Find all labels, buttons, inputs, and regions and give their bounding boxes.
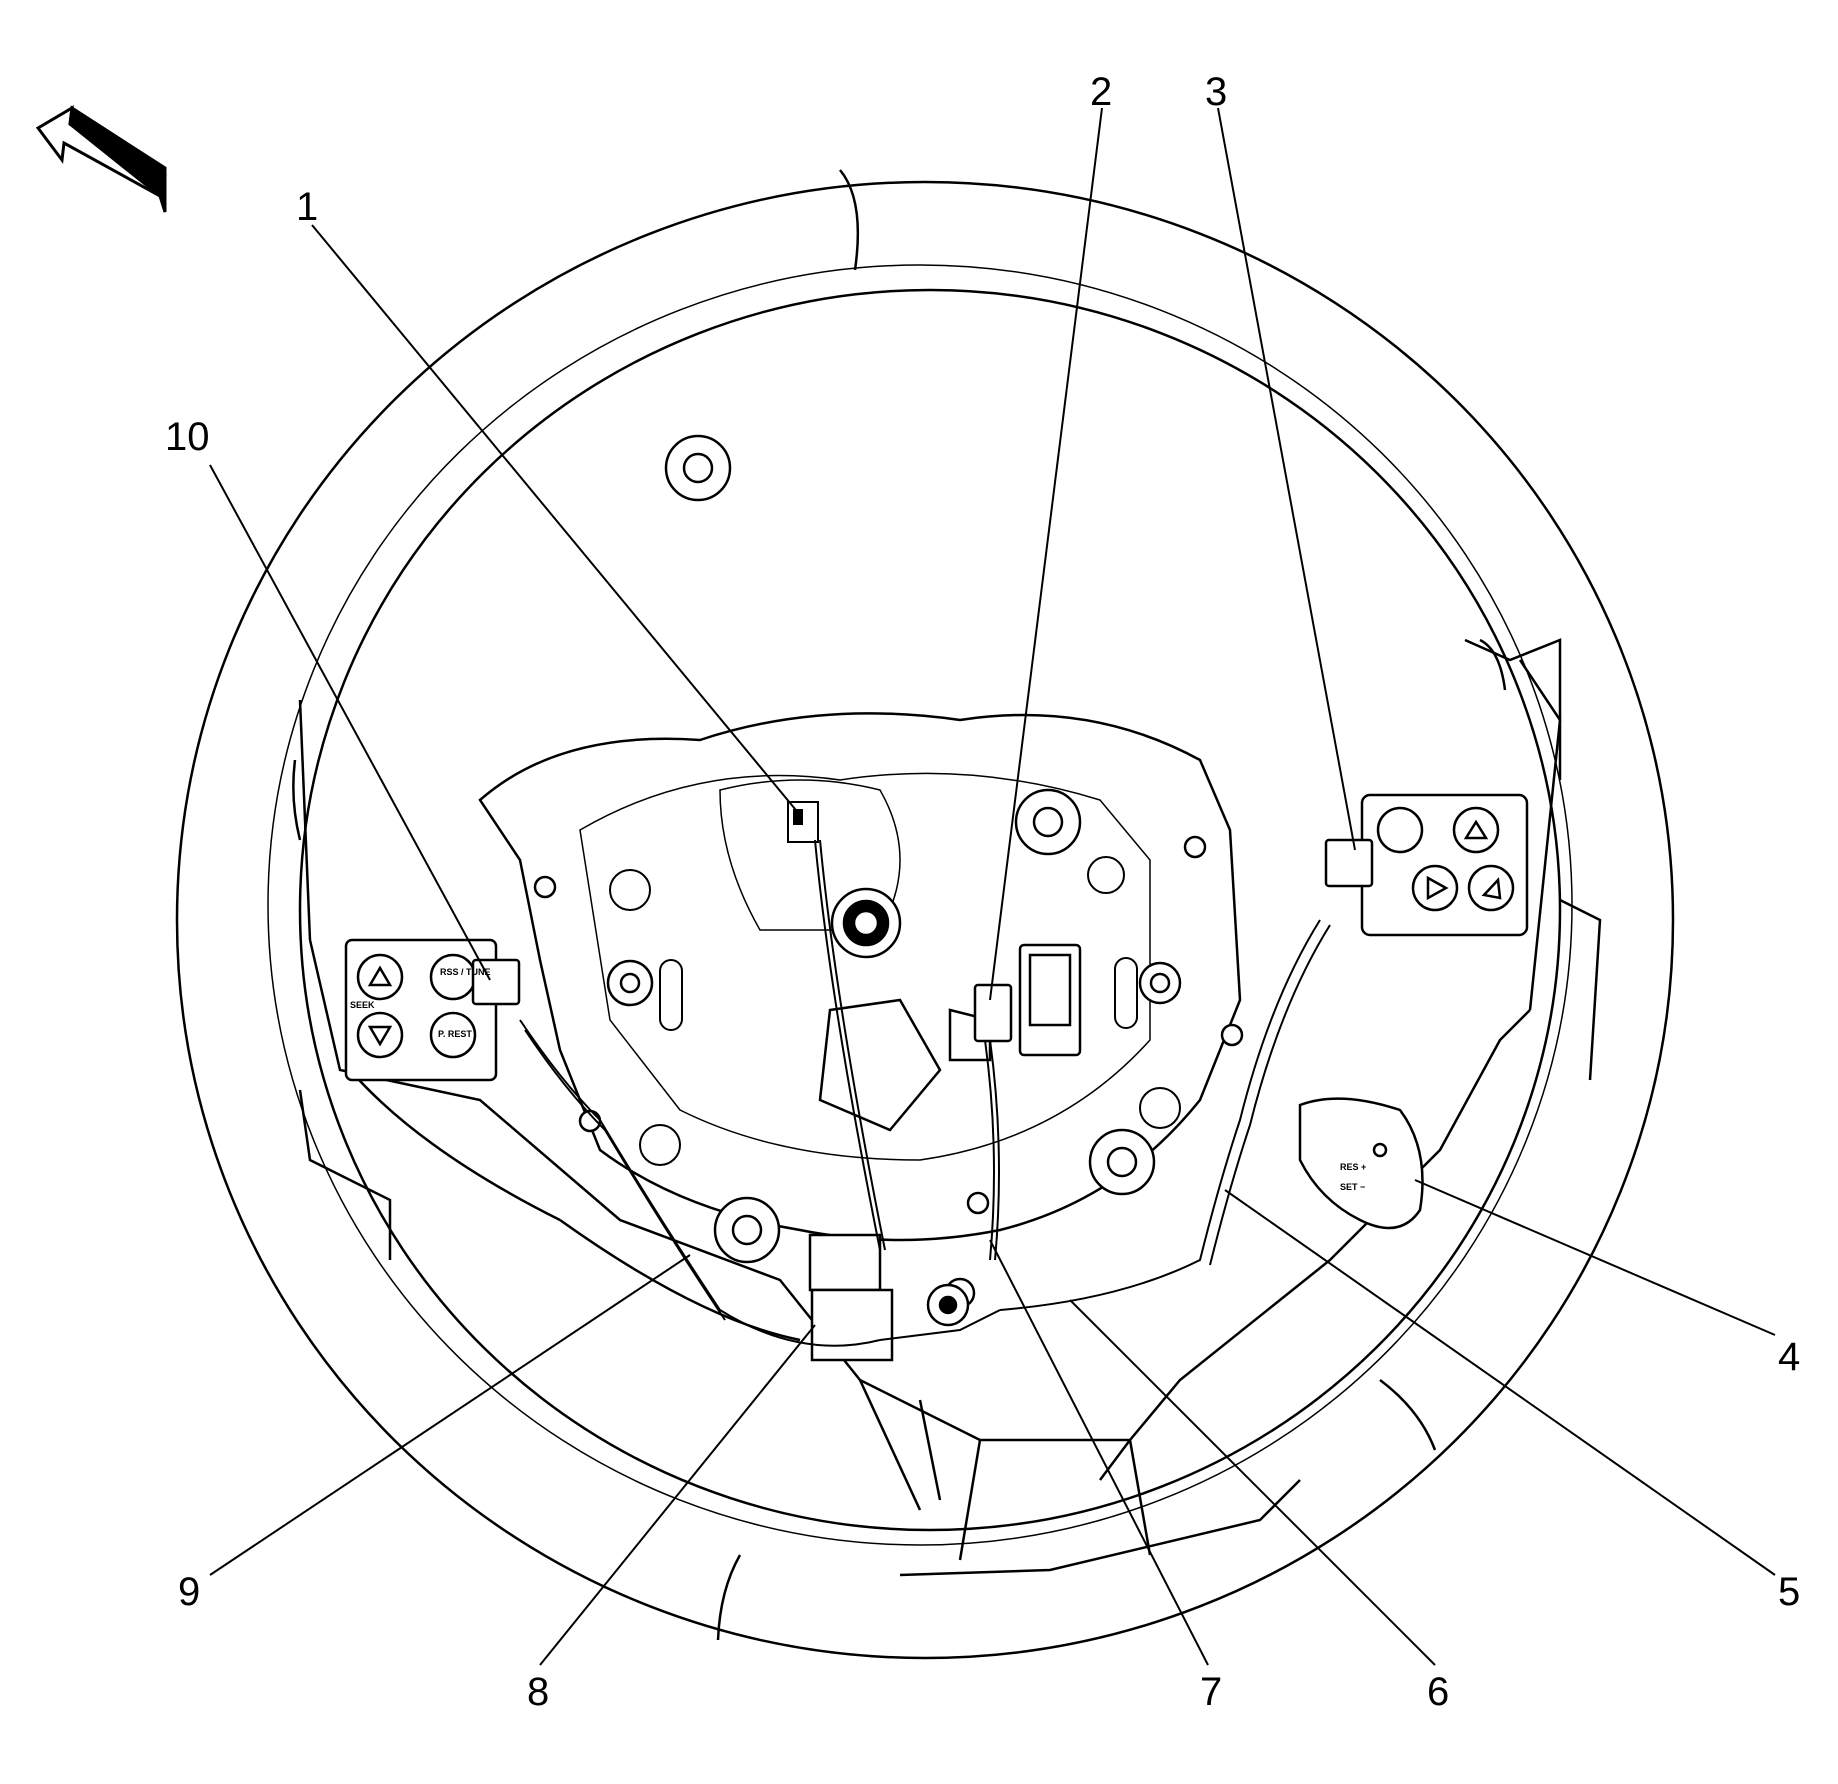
leader-line-10 <box>209 464 491 981</box>
steering-wheel-spokes <box>298 659 1562 1561</box>
hub-slots <box>609 856 1181 1166</box>
callout-3: 3 <box>1205 70 1227 114</box>
callout-7: 7 <box>1200 1670 1222 1714</box>
cruise-control-switch <box>1298 1097 1424 1230</box>
view-direction-arrow-icon <box>35 105 167 213</box>
hub-back-plate <box>478 712 1242 1242</box>
callout-4: 4 <box>1778 1335 1800 1379</box>
leader-line-2 <box>989 107 1103 1001</box>
svg-text:RES +: RES + <box>1340 1162 1366 1172</box>
airbag-connector <box>973 943 1082 1057</box>
leader-line-1 <box>311 224 801 816</box>
steering-column-hole <box>830 887 902 959</box>
leader-line-6 <box>1069 1299 1436 1666</box>
svg-text:SEEK: SEEK <box>350 1000 375 1010</box>
bosses <box>533 434 1244 1309</box>
leader-line-4 <box>1414 1179 1776 1336</box>
svg-text:RSS / TUNE: RSS / TUNE <box>440 967 491 977</box>
callout-labels: 1 2 3 4 5 6 7 8 9 10 <box>165 70 1800 1714</box>
svg-text:P. REST: P. REST <box>438 1029 472 1039</box>
leader-line-7 <box>989 1239 1209 1666</box>
callout-1: 1 <box>296 185 318 229</box>
left-radio-control-switch <box>344 938 521 1082</box>
leader-line-5 <box>1224 1189 1776 1576</box>
horn-connector <box>808 1233 970 1362</box>
leader-lines <box>209 107 1776 1666</box>
leader-line-3 <box>1217 107 1356 851</box>
callout-2: 2 <box>1090 70 1112 114</box>
left-switch-labels: RSS / TUNE P. REST SEEK <box>350 967 491 1039</box>
svg-text:SET −: SET − <box>1340 1182 1365 1192</box>
wiring-harness <box>519 839 1331 1347</box>
callout-6: 6 <box>1427 1670 1449 1714</box>
steering-wheel-rim <box>175 169 1675 1660</box>
cruise-switch-labels: RES + SET − <box>1340 1162 1366 1192</box>
right-control-switch <box>1324 793 1529 937</box>
clockspring-connector <box>787 801 819 843</box>
leader-line-8 <box>539 1324 816 1666</box>
callout-8: 8 <box>527 1670 549 1714</box>
callout-9: 9 <box>178 1570 200 1614</box>
callout-5: 5 <box>1778 1570 1800 1614</box>
callout-10: 10 <box>165 415 210 459</box>
leader-line-9 <box>209 1254 691 1576</box>
